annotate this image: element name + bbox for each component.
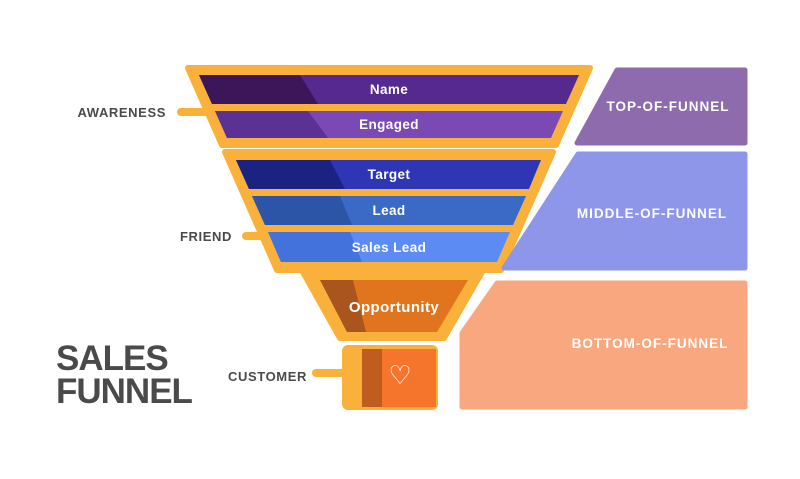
top-of-funnel-label: TOP-OF-FUNNEL xyxy=(607,99,730,114)
funnel-group-opportunity-outline-stroke xyxy=(300,269,485,341)
heart-icon: ♡ xyxy=(388,361,411,391)
funnel-stage-target-shade xyxy=(236,160,345,189)
funnel-stage-sales-lead-shade xyxy=(268,232,362,262)
funnel-stage-lead-shade xyxy=(252,196,352,225)
stage-label-lead: Lead xyxy=(372,203,405,218)
stage-label-opportunity: Opportunity xyxy=(349,299,439,316)
funnel-group-awareness-outline-stroke xyxy=(185,65,593,148)
stage-label-target: Target xyxy=(368,167,411,182)
top-of-funnel-box-stroke xyxy=(574,67,748,146)
funnel-stage-opportunity-shade xyxy=(320,280,366,332)
diagram-title-line2: FUNNEL xyxy=(56,372,193,411)
middle-of-funnel-box xyxy=(504,154,745,268)
stage-label-sales-lead: Sales Lead xyxy=(352,240,427,255)
stage-label-name: Name xyxy=(370,82,408,97)
diagram-title-line1: SALES xyxy=(56,339,168,378)
middle-of-funnel-box-stroke xyxy=(501,151,748,271)
funnel-stage-engaged-shade xyxy=(215,111,328,138)
stage-label-engaged: Engaged xyxy=(359,117,419,132)
bottom-of-funnel-box-stroke xyxy=(459,280,748,410)
top-of-funnel-box xyxy=(577,70,745,143)
awareness-label: AWARENESS xyxy=(78,105,166,120)
funnel-stem-shade xyxy=(362,349,382,407)
bottom-of-funnel-label: BOTTOM-OF-FUNNEL xyxy=(572,336,729,351)
funnel-stage-name-shade xyxy=(199,75,318,104)
funnel-group-friend-outline-stroke xyxy=(222,149,556,273)
bottom-of-funnel-box xyxy=(462,283,745,407)
customer-label: CUSTOMER xyxy=(228,369,307,384)
friend-label: FRIEND xyxy=(180,229,232,244)
middle-of-funnel-label: MIDDLE-OF-FUNNEL xyxy=(577,206,727,221)
